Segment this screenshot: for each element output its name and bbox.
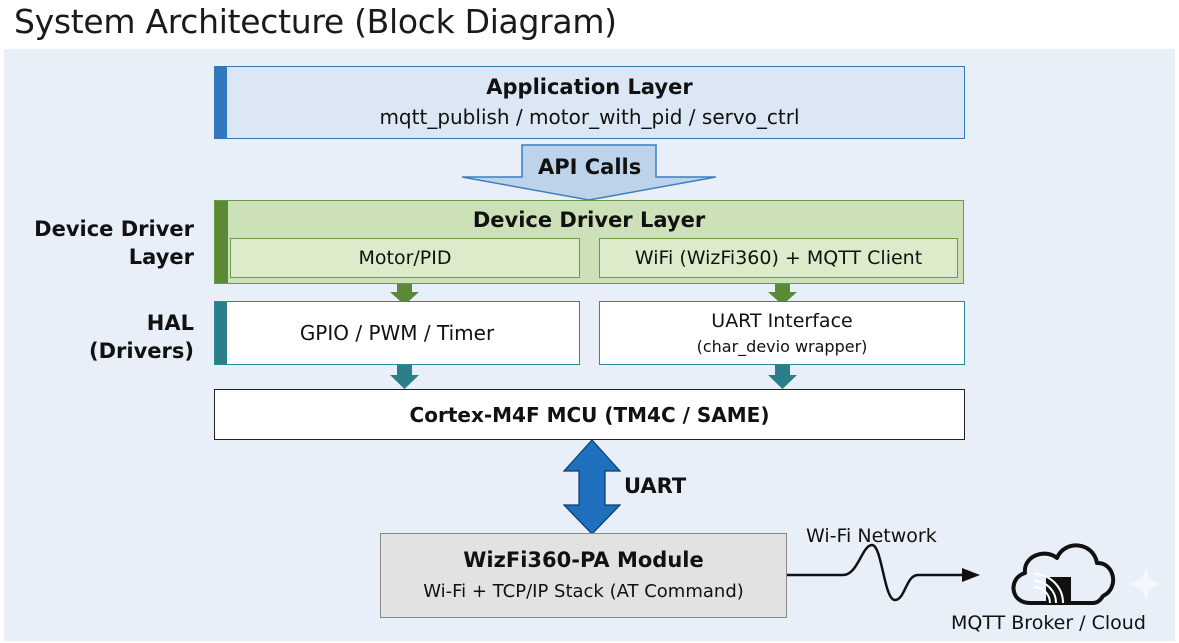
mcu-block: Cortex-M4F MCU (TM4C / SAME) bbox=[214, 389, 965, 440]
hal-side-label: HAL (Drivers) bbox=[20, 309, 194, 365]
uart-link-label: UART bbox=[624, 474, 687, 498]
uart-to-mcu-arrow bbox=[768, 363, 797, 389]
api-calls-label: API Calls bbox=[538, 155, 642, 179]
hal-accent bbox=[215, 302, 227, 364]
gpio-pwm-timer-title: GPIO / PWM / Timer bbox=[299, 321, 495, 345]
wizfi360-module-block: WizFi360-PA Module Wi-Fi + TCP/IP Stack … bbox=[380, 533, 787, 618]
wifi-network-label: Wi-Fi Network bbox=[806, 525, 937, 547]
uart-interface-block: UART Interface (char_devio wrapper) bbox=[599, 301, 965, 365]
application-layer-subtitle: mqtt_publish / motor_with_pid / servo_ct… bbox=[379, 105, 800, 129]
uart-interface-subtitle: (char_devio wrapper) bbox=[696, 337, 868, 356]
motor-pid-block: Motor/PID bbox=[230, 238, 580, 278]
device-driver-side-label-line2: Layer bbox=[128, 245, 194, 269]
api-calls-arrow bbox=[461, 144, 717, 201]
hal-side-label-line2: (Drivers) bbox=[89, 339, 194, 363]
hal-side-label-line1: HAL bbox=[146, 311, 194, 335]
application-layer-accent bbox=[215, 67, 227, 138]
wifi-mqtt-client-block: WiFi (WizFi360) + MQTT Client bbox=[599, 238, 958, 278]
wifi-network-arrowhead bbox=[962, 568, 980, 582]
device-driver-side-label-line1: Device Driver bbox=[34, 217, 194, 241]
uart-interface-title: UART Interface bbox=[711, 310, 853, 332]
application-layer-block: Application Layer mqtt_publish / motor_w… bbox=[214, 66, 965, 139]
page-title: System Architecture (Block Diagram) bbox=[14, 2, 617, 41]
gpio-to-mcu-arrow bbox=[390, 359, 419, 389]
sparkle-icon bbox=[1127, 565, 1165, 603]
motor-to-gpio-arrow bbox=[390, 279, 419, 305]
wizfi360-module-subtitle: Wi-Fi + TCP/IP Stack (AT Command) bbox=[423, 581, 744, 602]
cloud-wifi-icon bbox=[1011, 543, 1116, 605]
wifi-to-uart-arrow bbox=[768, 279, 797, 305]
device-driver-layer-title: Device Driver Layer bbox=[472, 208, 706, 232]
device-driver-side-label: Device Driver Layer bbox=[20, 215, 194, 271]
uart-bidirectional-arrow bbox=[562, 439, 622, 535]
application-layer-title: Application Layer bbox=[486, 75, 693, 99]
device-driver-layer-accent bbox=[215, 201, 228, 283]
wifi-network-link bbox=[787, 543, 962, 602]
cloud-label: MQTT Broker / Cloud bbox=[951, 612, 1146, 634]
wizfi360-module-title: WizFi360-PA Module bbox=[463, 548, 704, 572]
gpio-pwm-timer-block: GPIO / PWM / Timer bbox=[214, 301, 580, 365]
